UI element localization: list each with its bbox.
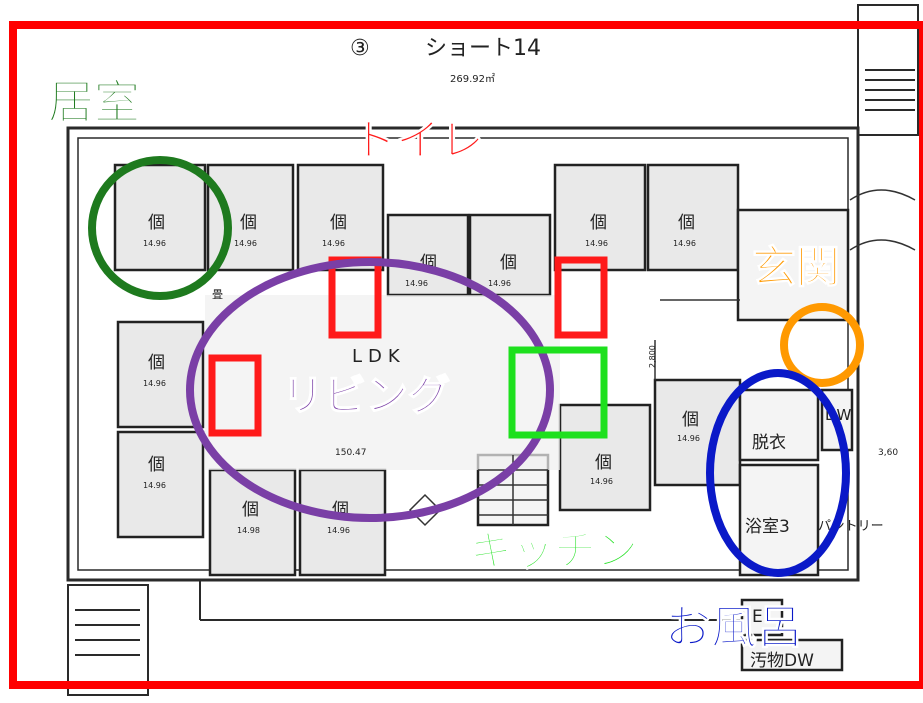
ldk-label: LDK [352, 346, 406, 367]
room-label: 個 [595, 453, 612, 473]
small-mark: 畳 [212, 288, 223, 301]
room-area: 14.96 [405, 279, 428, 288]
plan-ldk-floor [205, 295, 560, 470]
room-area: 14.96 [143, 481, 166, 490]
annotation-labels: 居室 トイレ リビング キッチン 玄関 お風呂 [48, 75, 841, 655]
plan-title-number: ③ [350, 36, 370, 61]
plan-details [408, 189, 916, 527]
plan-title: ショート14 [425, 36, 541, 61]
entrance-marker-circle [780, 303, 864, 387]
kitchen-annotation: キッチン [470, 526, 638, 575]
datsui-label: 脱衣 [752, 433, 786, 453]
room-label: 個 [148, 455, 165, 475]
room-label: 個 [500, 253, 517, 273]
room-area: 14.96 [327, 526, 350, 535]
living-marker-ellipse [186, 258, 554, 522]
bath-marker-ellipse [706, 369, 850, 577]
toilet-marker-box [208, 354, 262, 437]
plan-area: 269.92㎡ [450, 73, 495, 85]
room-label: 個 [682, 410, 699, 430]
plan-rooms [113, 163, 854, 672]
toilet-annotation: トイレ [352, 115, 484, 166]
room-label: 個 [148, 213, 165, 233]
e-label: E [752, 607, 763, 627]
entrance-annotation: 玄関 [752, 242, 840, 293]
room-area: 14.96 [673, 239, 696, 248]
dimension-mid: 2,800 [648, 345, 657, 368]
room-label: 個 [590, 213, 607, 233]
room-area: 14.96 [590, 477, 613, 486]
room-area: 14.98 [237, 526, 260, 535]
plan-walls [66, 4, 919, 696]
red-frame [9, 21, 923, 689]
room-marker-circle [88, 156, 232, 300]
room-area: 14.96 [585, 239, 608, 248]
room-label: 個 [678, 213, 695, 233]
room-area: 14.96 [488, 279, 511, 288]
toilet-marker-box [554, 256, 608, 339]
kitchen-marker-box [508, 346, 608, 439]
room-area: 14.96 [234, 239, 257, 248]
room-label: 個 [242, 500, 259, 520]
ldk-area: 150.47 [335, 448, 367, 458]
room-annotation: 居室 [48, 75, 140, 129]
room-area: 14.96 [677, 434, 700, 443]
living-annotation: リビング [282, 371, 450, 420]
room-area: 14.96 [143, 379, 166, 388]
room-label: 個 [148, 353, 165, 373]
pantry-label: パントリー [818, 519, 884, 534]
dimension-right: 3,60 [878, 448, 898, 458]
room-label: 個 [330, 213, 347, 233]
room-area: 14.96 [143, 239, 166, 248]
obutsu-dw-label: 汚物DW [750, 651, 814, 671]
room-label: 個 [240, 213, 257, 233]
yokushitsu-label: 浴室3 [745, 517, 790, 537]
bath-annotation: お風呂 [665, 600, 803, 654]
room-area: 14.96 [322, 239, 345, 248]
